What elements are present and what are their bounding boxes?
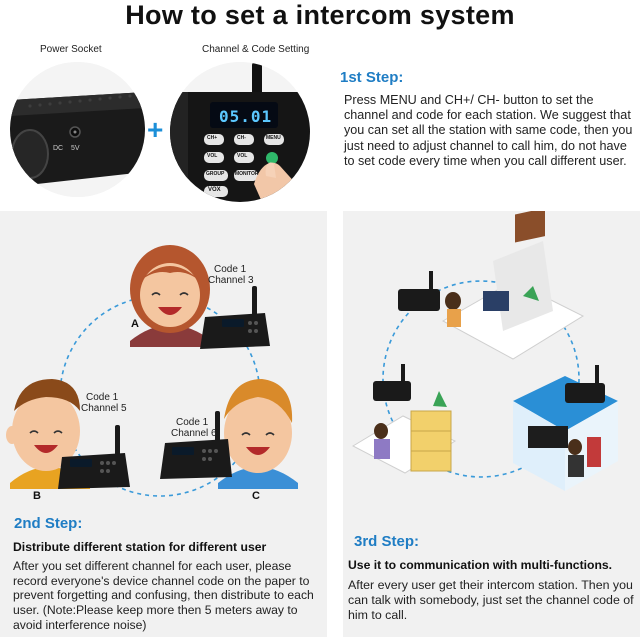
plus-icon: + bbox=[147, 114, 164, 145]
vol-down-button[interactable]: VOL bbox=[207, 153, 218, 159]
person-a-avatar bbox=[130, 245, 212, 347]
ch-plus-button[interactable]: CH+ bbox=[207, 135, 218, 141]
step1-text: Press MENU and CH+/ CH- button to set th… bbox=[344, 93, 633, 168]
user-b-letter: B bbox=[33, 490, 41, 502]
keypad-illustration bbox=[170, 62, 310, 202]
user-c-channel: Channel 6 bbox=[171, 428, 217, 439]
power-socket-label: Power Socket bbox=[40, 44, 102, 55]
office-right bbox=[513, 365, 618, 491]
person-b-avatar bbox=[6, 379, 90, 489]
step3-subtitle: Use it to communication with multi-funct… bbox=[348, 558, 613, 572]
step3-title: 3rd Step: bbox=[354, 533, 420, 550]
user-a-code: Code 1 bbox=[214, 264, 247, 275]
office-top bbox=[398, 211, 585, 360]
step2-text: After you set different channel for each… bbox=[13, 559, 314, 632]
dc-label: DC bbox=[53, 145, 64, 152]
power-socket-photo bbox=[10, 62, 145, 197]
user-b-code: Code 1 bbox=[86, 392, 119, 403]
step2-diagram bbox=[6, 245, 298, 497]
menu-button[interactable]: MENU bbox=[266, 135, 281, 141]
step2-subtitle: Distribute different station for differe… bbox=[13, 540, 267, 554]
ch-minus-button[interactable]: CH- bbox=[237, 135, 246, 141]
user-b-channel: Channel 5 bbox=[81, 403, 127, 414]
office-left bbox=[351, 364, 457, 474]
lcd-display: 05.01 bbox=[219, 107, 273, 126]
power-socket-illustration bbox=[10, 62, 145, 197]
voltage-label: 5V bbox=[71, 145, 80, 152]
page-title: How to set a intercom system bbox=[125, 0, 515, 30]
user-a-letter: A bbox=[131, 318, 139, 330]
step3-diagram bbox=[351, 211, 618, 491]
step1-title: 1st Step: bbox=[340, 69, 404, 86]
user-a-channel: Channel 3 bbox=[208, 275, 254, 286]
group-button[interactable]: GROUP bbox=[206, 171, 225, 177]
step3-panel: 3rd Step: Use it to communication with m… bbox=[343, 211, 640, 637]
step2-panel: Code 1 Channel 3 A Code 1 Channel 5 B Co… bbox=[0, 211, 327, 637]
device-c bbox=[160, 411, 232, 479]
user-c-code: Code 1 bbox=[176, 417, 209, 428]
monitor-button[interactable]: MONITOR bbox=[235, 171, 259, 177]
step2-title: 2nd Step: bbox=[14, 515, 83, 532]
vol-up-button[interactable]: VOL bbox=[237, 153, 248, 159]
device-a bbox=[200, 286, 270, 349]
channel-setting-label: Channel & Code Setting bbox=[202, 44, 310, 55]
person-c-avatar bbox=[218, 379, 298, 489]
step3-text: After every user get their intercom stat… bbox=[348, 578, 634, 622]
channel-setting-photo bbox=[170, 62, 310, 202]
user-c-letter: C bbox=[252, 490, 260, 502]
vox-button[interactable]: VOX bbox=[208, 187, 221, 193]
device-b bbox=[58, 425, 130, 489]
